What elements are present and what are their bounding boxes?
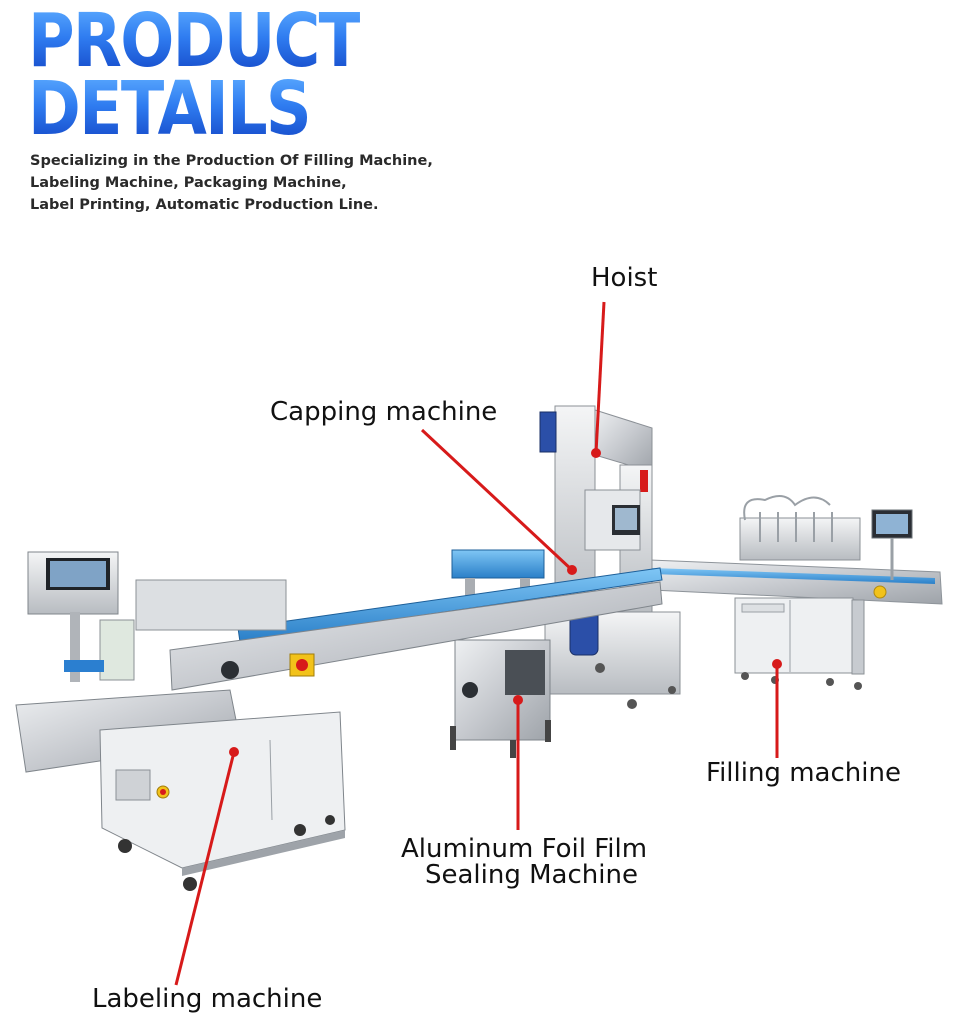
page-title-line-2: DETAILS [28, 66, 312, 152]
tagline-line-1: Specializing in the Production Of Fillin… [30, 153, 433, 169]
tagline-line-2: Labeling Machine, Packaging Machine, [30, 175, 347, 191]
filling-machine [649, 495, 943, 690]
tagline-line-3: Label Printing, Automatic Production Lin… [30, 197, 379, 213]
callout-labeling-machine: Labeling machine [92, 984, 323, 1014]
callout-hoist: Hoist [591, 263, 658, 293]
tagline: Specializing in the Production Of Fillin… [30, 150, 433, 216]
pointer-dot-capping [567, 565, 577, 575]
pointer-hoist [594, 301, 606, 454]
pointer-dot-hoist [591, 448, 601, 458]
pointer-dot-labeling [229, 747, 239, 757]
callout-filling-machine: Filling machine [706, 758, 901, 788]
callout-capping-machine: Capping machine [270, 397, 498, 427]
pointer-dot-sealing [513, 695, 523, 705]
labeling-machine [15, 551, 346, 891]
capping-machine-with-hoist [539, 405, 681, 709]
callout-sealing-line-2: Sealing Machine [425, 860, 638, 890]
conveyor [169, 567, 663, 691]
pointer-lines [174, 301, 779, 986]
pointer-capping [420, 428, 574, 572]
pointer-labeling [174, 751, 236, 986]
pointer-dots [229, 448, 782, 757]
pointer-dot-filling [772, 659, 782, 669]
callout-sealing-line-1: Aluminum Foil Film [401, 834, 648, 864]
page-title-line-1: PRODUCT [28, 0, 362, 84]
foil-sealing-machine [450, 549, 551, 758]
